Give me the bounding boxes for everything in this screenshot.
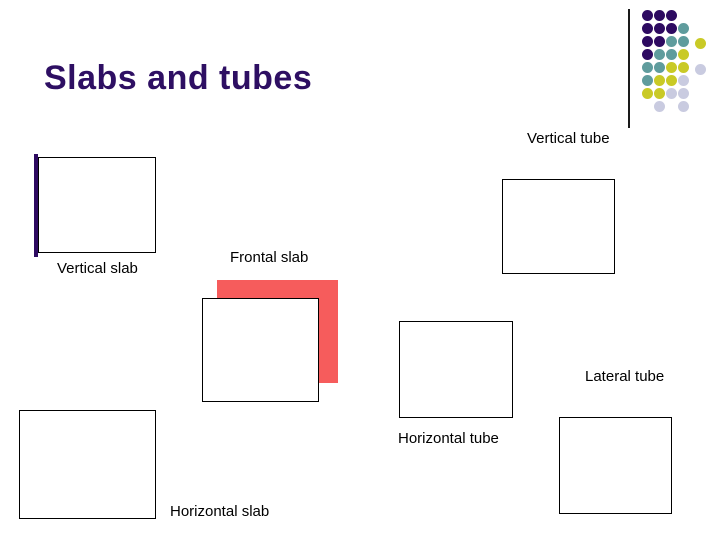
deco-dot xyxy=(677,74,689,86)
deco-dot xyxy=(665,61,677,73)
lateral-tube-rect xyxy=(559,417,672,514)
label-vertical-slab: Vertical slab xyxy=(57,260,138,277)
deco-dot xyxy=(653,61,665,73)
deco-dot xyxy=(641,87,653,99)
deco-dot xyxy=(641,61,653,73)
deco-dot xyxy=(665,22,677,34)
deco-dot xyxy=(677,48,689,60)
deco-dot xyxy=(677,22,689,34)
deco-dot xyxy=(677,87,689,99)
decoration-vertical-line xyxy=(628,9,630,128)
horizontal-slab-rect xyxy=(19,410,156,519)
vertical-slab-edge-bar xyxy=(34,154,38,257)
deco-dot xyxy=(677,100,689,112)
deco-dot xyxy=(653,35,665,47)
deco-dot xyxy=(653,48,665,60)
deco-dot xyxy=(677,35,689,47)
label-vertical-tube: Vertical tube xyxy=(527,130,610,147)
label-lateral-tube: Lateral tube xyxy=(585,368,665,385)
deco-dot xyxy=(653,100,665,112)
deco-dot xyxy=(653,9,665,21)
deco-dot xyxy=(665,35,677,47)
deco-dot xyxy=(653,22,665,34)
deco-dot xyxy=(665,87,677,99)
label-horizontal-slab: Horizontal slab xyxy=(170,503,270,520)
deco-dot xyxy=(641,9,653,21)
vertical-slab-rect xyxy=(38,157,156,253)
deco-dot xyxy=(641,74,653,86)
deco-dot xyxy=(665,74,677,86)
deco-dot xyxy=(677,61,689,73)
slide-title: Slabs and tubes xyxy=(44,59,313,97)
horizontal-tube-rect xyxy=(399,321,513,418)
deco-dot xyxy=(653,87,665,99)
deco-dot xyxy=(694,37,706,49)
deco-dot xyxy=(665,9,677,21)
deco-dot xyxy=(641,22,653,34)
vertical-tube-rect xyxy=(502,179,615,274)
label-frontal-slab: Frontal slab xyxy=(230,249,309,266)
frontal-slab-front-rect xyxy=(202,298,319,402)
deco-dot xyxy=(641,48,653,60)
label-horizontal-tube: Horizontal tube xyxy=(398,430,499,447)
deco-dot xyxy=(641,35,653,47)
deco-dot xyxy=(665,48,677,60)
deco-dot xyxy=(653,74,665,86)
deco-dot xyxy=(694,63,706,75)
